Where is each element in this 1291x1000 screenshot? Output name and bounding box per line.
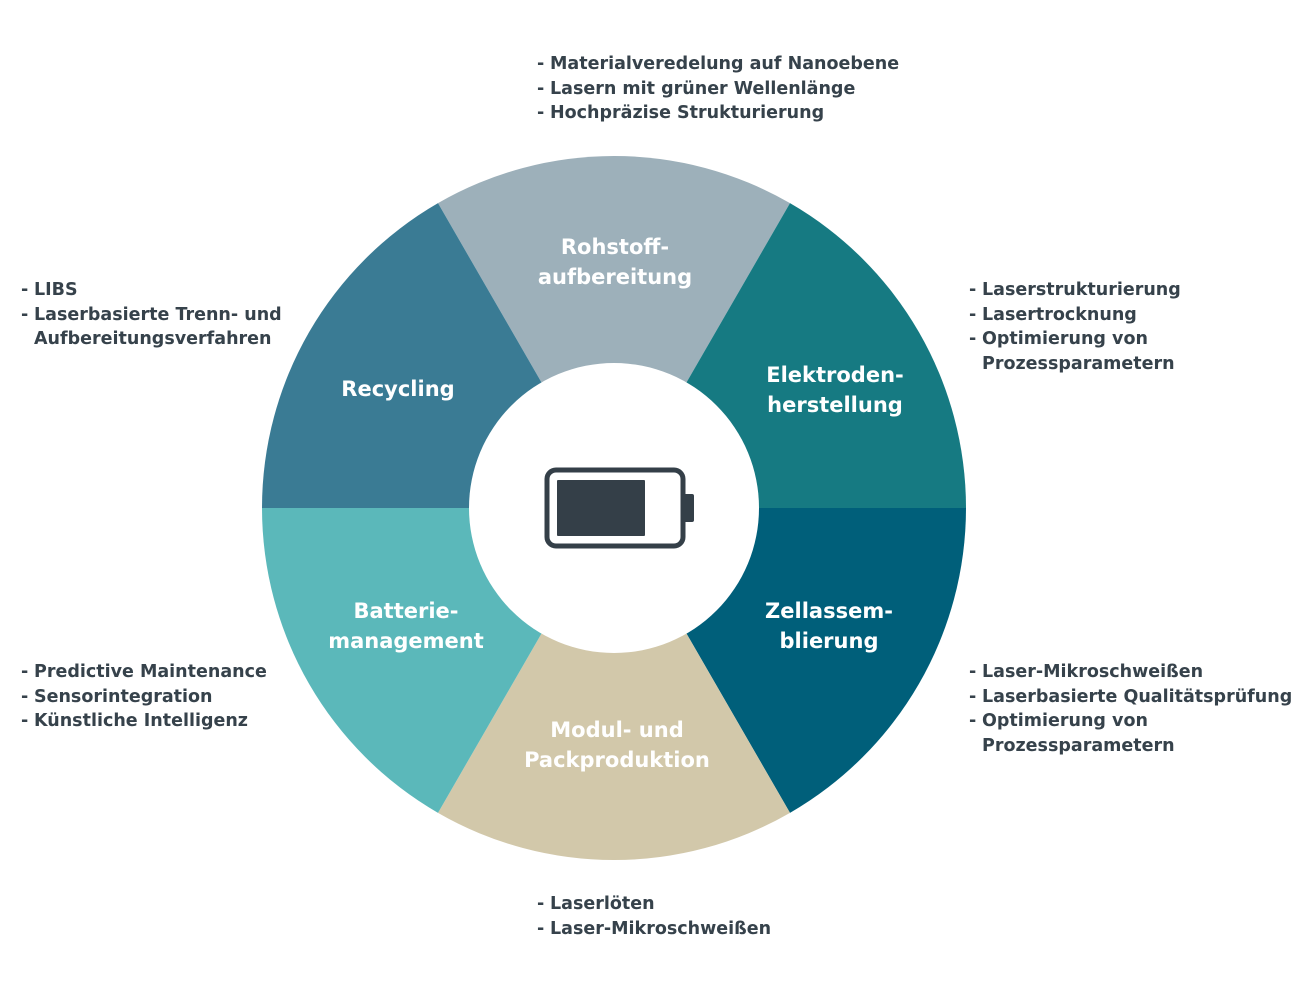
- segment-labels: Rohstoff-aufbereitungElektroden-herstell…: [328, 235, 904, 772]
- annotation-item-text: Materialveredelung auf Nanoebene: [550, 54, 900, 74]
- annotation-item-text: Laser-Mikroschweißen: [982, 662, 1204, 682]
- annotation-item-text: Hochpräzise Strukturierung: [550, 103, 825, 123]
- annotation-item-text: Optimierung von: [982, 711, 1148, 731]
- segment-label-line: Packproduktion: [524, 748, 710, 772]
- segment-label-line: Elektroden-: [766, 363, 904, 387]
- annotation-item-text: Aufbereitungsverfahren: [34, 329, 272, 349]
- annotation-item-text: Laserlöten: [550, 894, 655, 914]
- annotation-item-text: Lasern mit grüner Wellenlänge: [550, 78, 856, 99]
- annotation-item: Laser-Mikroschweißen: [537, 917, 771, 942]
- annotation-item-text: Optimierung von: [982, 329, 1148, 349]
- segment-label-line: Rohstoff-: [561, 235, 669, 259]
- annotation-item-text: Laserstrukturierung: [982, 280, 1181, 300]
- annotation-item: Lasern mit grüner Wellenlänge: [537, 77, 899, 102]
- segment-label-line: blierung: [780, 629, 879, 653]
- annotation-zellassemblierung: Laser-MikroschweißenLaserbasierte Qualit…: [969, 660, 1291, 758]
- segment-label-line: herstellung: [767, 393, 903, 417]
- annotation-item-text: Laserbasierte Qualitätsprüfung: [982, 686, 1291, 707]
- annotation-rohstoffaufbereitung: Materialveredelung auf NanoebeneLasern m…: [537, 52, 899, 126]
- annotation-batteriemanagement: Predictive MaintenanceSensorintegrationK…: [21, 660, 267, 734]
- annotation-item: Künstliche Intelligenz: [21, 709, 267, 734]
- annotation-item: Lasertrocknung: [969, 303, 1181, 328]
- segment-label-recycling: Recycling: [341, 377, 454, 401]
- annotation-item: LIBS: [21, 278, 282, 303]
- segment-label-line: Zellassem-: [765, 599, 893, 623]
- segment-label-rohstoff: Rohstoff-aufbereitung: [538, 235, 692, 289]
- annotation-item: Laserlöten: [537, 892, 771, 917]
- annotation-recycling: LIBS Laserbasierte Trenn- undAufbereitung…: [21, 278, 282, 352]
- segment-rohstoff: [438, 155, 790, 433]
- annotation-item-text: Laserbasierte Trenn- und: [34, 304, 282, 325]
- segment-label-line: Modul- und: [550, 718, 683, 742]
- annotation-item-text: Predictive Maintenance: [34, 662, 267, 682]
- annotation-modul-packproduktion: LaserlötenLaser-Mikroschweißen: [537, 892, 771, 941]
- annotation-item: Laserstrukturierung: [969, 278, 1181, 303]
- annotation-item-text: LIBS: [34, 280, 78, 300]
- annotation-item: Hochpräzise Strukturierung: [537, 101, 899, 126]
- annotation-item-text: Prozessparametern: [982, 735, 1175, 756]
- annotation-item: Laser-Mikroschweißen: [969, 660, 1291, 685]
- annotation-item-text: Prozessparametern: [982, 353, 1175, 374]
- annotation-elektrodenherstellung: LaserstrukturierungLasertrocknungOptimie…: [969, 278, 1181, 376]
- segment-label-line: Recycling: [341, 377, 454, 401]
- segment-label-elektroden: Elektroden-herstellung: [766, 363, 904, 417]
- annotation-item: Materialveredelung auf Nanoebene: [537, 52, 899, 77]
- segment-label-line: management: [328, 629, 484, 653]
- segment-label-line: Batterie-: [353, 599, 458, 623]
- annotation-item-text: Lasertrocknung: [982, 304, 1137, 325]
- segment-label-line: aufbereitung: [538, 265, 692, 289]
- segment-label-zell: Zellassem-blierung: [765, 599, 893, 653]
- segment-modul: [438, 583, 790, 860]
- segment-label-batterie: Batterie-management: [328, 599, 484, 653]
- annotation-item-text: Laser-Mikroschweißen: [550, 918, 772, 939]
- battery-icon: [544, 467, 694, 549]
- annotation-item: Sensorintegration: [21, 685, 267, 710]
- annotation-item-text: Sensorintegration: [34, 686, 213, 707]
- annotation-item: Laserbasierte Trenn- undAufbereitungsver…: [21, 303, 282, 352]
- annotation-item: Predictive Maintenance: [21, 660, 267, 685]
- annotation-item: Laserbasierte Qualitätsprüfung: [969, 685, 1291, 710]
- annotation-item-text: Künstliche Intelligenz: [34, 711, 248, 731]
